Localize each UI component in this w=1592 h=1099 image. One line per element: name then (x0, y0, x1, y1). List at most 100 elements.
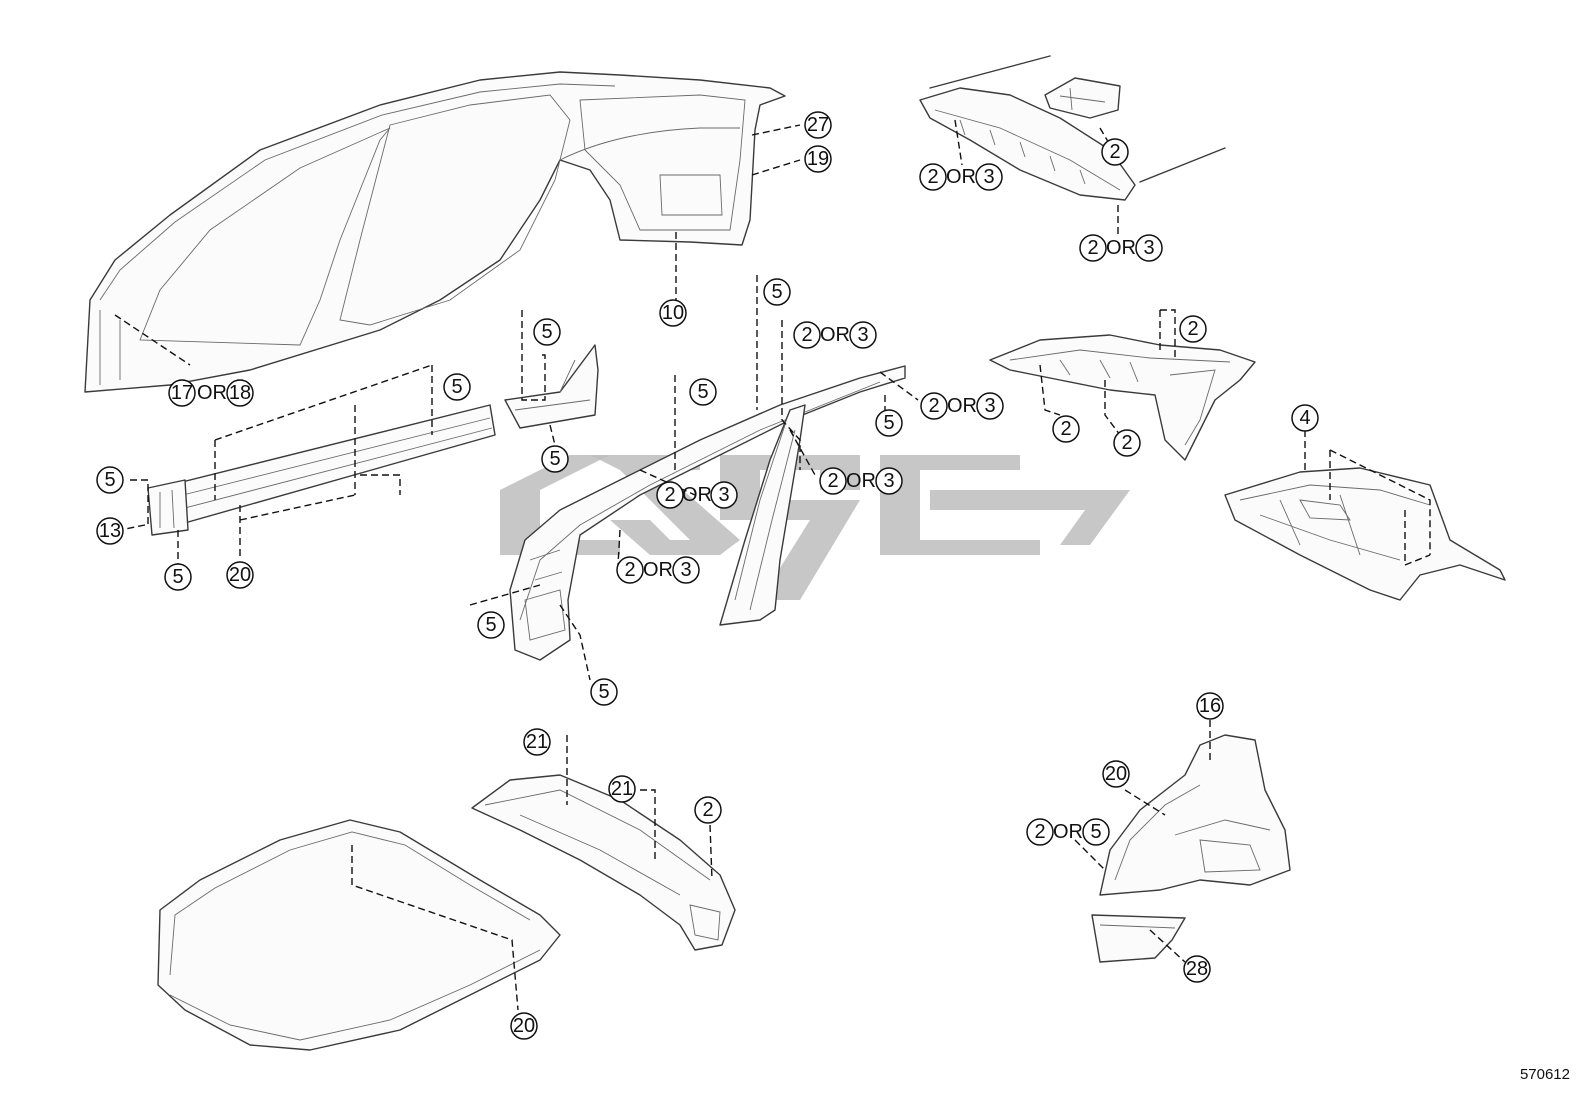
svg-text:18: 18 (229, 382, 251, 404)
callout-5-rail-right: 5 (875, 409, 903, 437)
svg-text:4: 4 (1299, 407, 1310, 429)
callout-4: 4 (1291, 404, 1319, 432)
svg-text:21: 21 (526, 731, 548, 753)
svg-text:3: 3 (883, 470, 894, 492)
callout-5-rocker-top: 5 (443, 373, 471, 401)
callout-5-rocker-left: 5 (96, 466, 124, 494)
front-fender-apron (1091, 734, 1291, 963)
svg-text:OR: OR (682, 484, 712, 506)
callout-28: 28 (1183, 955, 1211, 983)
svg-text:2: 2 (1121, 432, 1132, 454)
callout-21-a: 21 (523, 728, 551, 756)
callout-16: 16 (1196, 692, 1224, 720)
callout-20-rocker: 20 (226, 561, 254, 589)
svg-text:2: 2 (1034, 821, 1045, 843)
callout-2-cowl: 2 (694, 796, 722, 824)
svg-text:2: 2 (801, 324, 812, 346)
svg-text:2: 2 (1187, 318, 1198, 340)
diagram-id-number: 570612 (1519, 1066, 1570, 1083)
svg-text:5: 5 (485, 614, 496, 636)
callout-10: 10 (659, 299, 687, 327)
hood-panel (157, 819, 561, 1051)
svg-text:OR: OR (1053, 821, 1083, 843)
callout-13: 13 (96, 517, 124, 545)
svg-text:20: 20 (1105, 763, 1127, 785)
svg-text:3: 3 (680, 559, 691, 581)
svg-text:2: 2 (702, 799, 713, 821)
svg-text:5: 5 (549, 448, 560, 470)
callout-27: 27 (804, 111, 832, 139)
svg-text:20: 20 (513, 1015, 535, 1037)
svg-text:21: 21 (611, 778, 633, 800)
callout-5-roofrail-top: 5 (763, 278, 791, 306)
callout-2-or-3-roofrail: 2 OR 3 (793, 321, 877, 349)
svg-text:2: 2 (624, 559, 635, 581)
svg-text:27: 27 (807, 114, 829, 136)
callout-5-rocker-bottom: 5 (164, 563, 192, 591)
pillar-bracket (504, 344, 599, 429)
callout-21-b: 21 (608, 775, 636, 803)
rocker-panel (147, 404, 496, 536)
svg-text:5: 5 (697, 381, 708, 403)
svg-text:OR: OR (820, 324, 850, 346)
svg-text:OR: OR (197, 382, 227, 404)
callout-2-rear-top: 2 (1179, 315, 1207, 343)
svg-text:17: 17 (171, 382, 193, 404)
callouts: 27 19 10 17 OR 18 2 2 OR 3 2 OR 3 5 5 13… (96, 111, 1319, 1040)
svg-text:5: 5 (451, 376, 462, 398)
svg-text:OR: OR (846, 470, 876, 492)
svg-text:13: 13 (99, 520, 121, 542)
svg-text:5: 5 (883, 412, 894, 434)
callout-17-or-18: 17 OR 18 (168, 379, 254, 407)
watermark-logo (500, 455, 1130, 600)
svg-text:OR: OR (947, 395, 977, 417)
callout-5-bracket-bottom: 5 (541, 445, 569, 473)
svg-text:2: 2 (664, 484, 675, 506)
front-pillar-roof-rail (509, 365, 906, 661)
rear-floor-pan (1224, 467, 1506, 601)
svg-text:5: 5 (172, 566, 183, 588)
side-body-panel (84, 71, 786, 393)
callout-2-or-5-apron: 2 OR 5 (1026, 818, 1110, 846)
svg-text:5: 5 (771, 281, 782, 303)
cowl-dash-panel (471, 774, 736, 951)
svg-text:2: 2 (1087, 237, 1098, 259)
callout-19: 19 (804, 145, 832, 173)
callout-2-or-3-topleft: 2 OR 3 (919, 163, 1003, 191)
callout-20-apron: 20 (1102, 760, 1130, 788)
callout-2-or-3-apillar-low: 2 OR 3 (616, 556, 700, 584)
upper-back-panel (919, 55, 1226, 201)
svg-text:OR: OR (946, 166, 976, 188)
svg-text:2: 2 (827, 470, 838, 492)
quarter-wheelhouse-inner (989, 334, 1256, 461)
svg-text:3: 3 (983, 166, 994, 188)
svg-text:2: 2 (928, 395, 939, 417)
svg-text:10: 10 (662, 302, 684, 324)
svg-text:28: 28 (1186, 958, 1208, 980)
svg-text:2: 2 (1109, 141, 1120, 163)
callout-2-or-3-apillar-mid: 2 OR 3 (656, 481, 738, 509)
svg-text:3: 3 (718, 484, 729, 506)
callout-2-rear-left: 2 (1052, 415, 1080, 443)
svg-text:3: 3 (857, 324, 868, 346)
svg-text:16: 16 (1199, 695, 1221, 717)
svg-text:OR: OR (643, 559, 673, 581)
svg-text:19: 19 (807, 148, 829, 170)
svg-text:5: 5 (541, 321, 552, 343)
svg-text:OR: OR (1106, 237, 1136, 259)
callout-5-bracket-top: 5 (533, 318, 561, 346)
callout-2-or-3-topright: 2 OR 3 (1079, 234, 1163, 262)
callout-2-rear-mid: 2 (1113, 429, 1141, 457)
callout-20-hood: 20 (510, 1012, 538, 1040)
svg-text:2: 2 (927, 166, 938, 188)
callout-2-or-3-bpillar: 2 OR 3 (819, 467, 903, 495)
svg-text:20: 20 (229, 564, 251, 586)
callout-5-apillar-left: 5 (477, 611, 505, 639)
svg-text:5: 5 (104, 469, 115, 491)
svg-text:2: 2 (1060, 418, 1071, 440)
svg-text:3: 3 (1143, 237, 1154, 259)
callout-5-apillar-bottom: 5 (590, 678, 618, 706)
svg-text:5: 5 (598, 681, 609, 703)
callout-2-top: 2 (1101, 138, 1129, 166)
